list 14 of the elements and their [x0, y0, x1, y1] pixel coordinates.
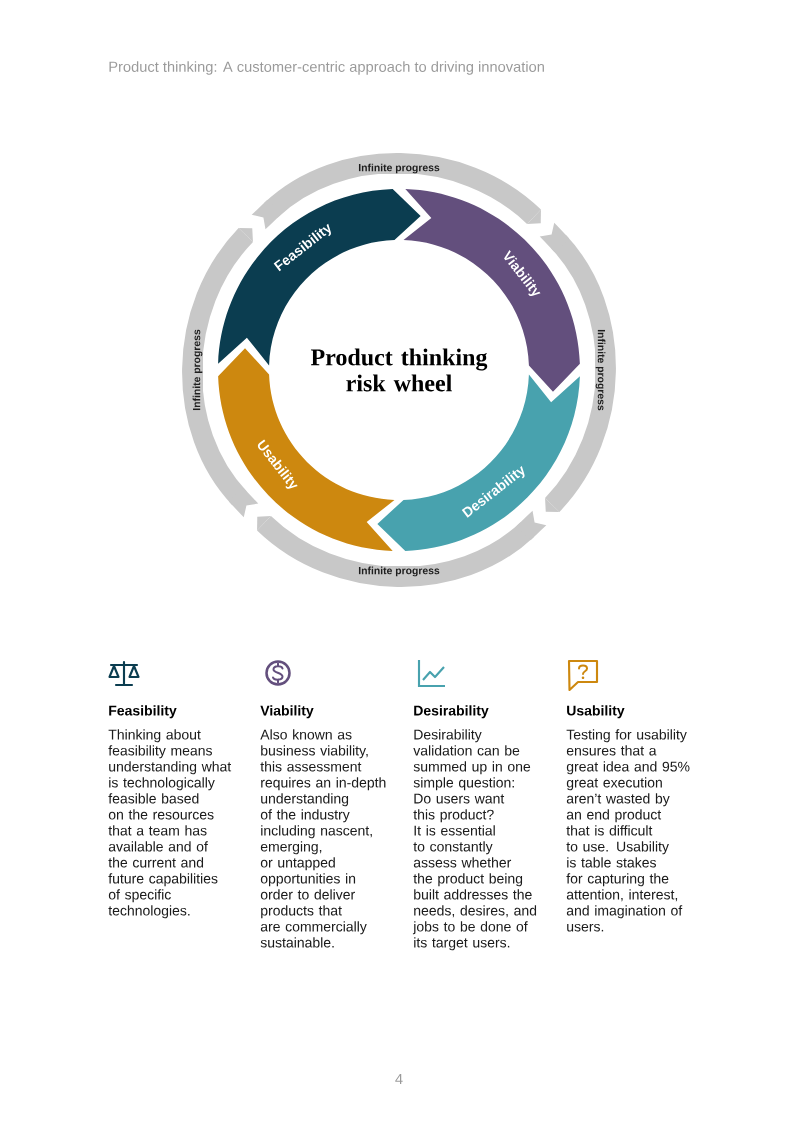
column-heading: Usability: [567, 705, 625, 719]
page-number: 4: [395, 1073, 403, 1085]
body-text: Also known as business viability, this assessment requires an in-depth understanding of the industry including nascent, emerging, or untapped opportunities in order to deliver products that are commercially sustainable.: [260, 729, 386, 948]
curved-arrow: [182, 228, 259, 518]
curved-arrow: [251, 153, 541, 230]
curved-arrow: [539, 222, 616, 512]
column-heading: Feasibility: [109, 705, 177, 719]
body-text: Desirability validation can be summed up in one simple question: Do users want this product? It is essential to constantly assess whether the product being built addresses the needs, desires, and jobs to be done of its target users.: [412, 729, 537, 951]
curved-arrow: [257, 510, 547, 587]
body-text: Thinking about feasibility means understanding what is technologically feasible based on the resources that a team has available and of the current and future capabilities of specific technologies.: [108, 729, 232, 919]
running-header: Product thinking: A customer-centric approach to driving innovation: [109, 61, 544, 75]
column-heading: Viability: [260, 705, 314, 719]
body-text: Testing for usability ensures that a great idea and 95% great execution aren’t wasted by an end product that is difficult to use. Usability is table stakes for capturing the attention, interest, and imagination of users.: [566, 729, 690, 932]
column-heading: Desirability: [414, 705, 489, 719]
